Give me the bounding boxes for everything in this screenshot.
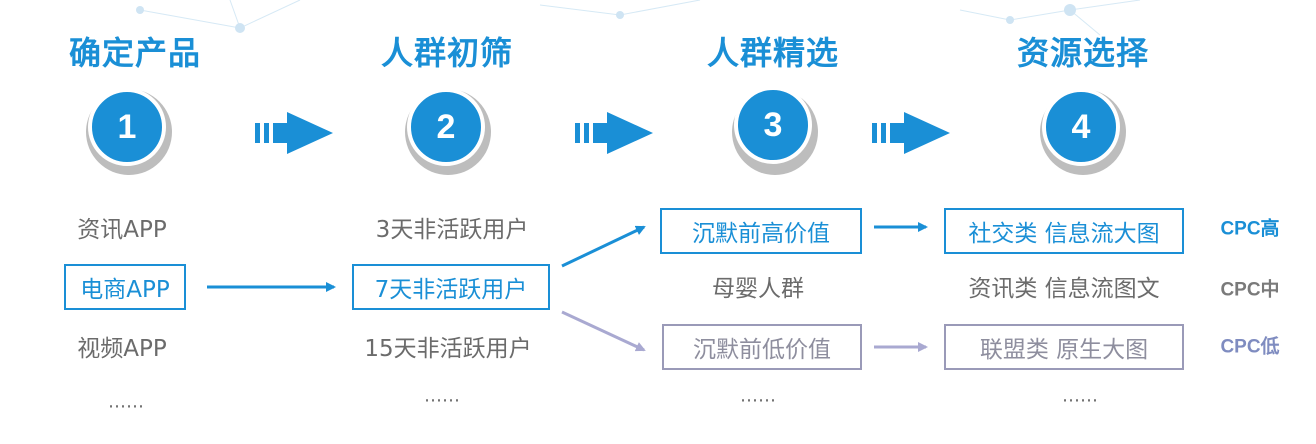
col2-item-1: 3天非活跃用户 bbox=[375, 217, 529, 243]
step-3-title: 人群精选 bbox=[706, 34, 840, 72]
col1-item-3: 视频APP bbox=[77, 336, 167, 362]
step-2-circle: 2 bbox=[407, 88, 485, 166]
col4-more: …… bbox=[1062, 385, 1098, 407]
step-arrow-3-icon bbox=[872, 112, 950, 154]
col4-item-1-box: 社交类 信息流大图 bbox=[944, 208, 1184, 254]
step-1-circle: 1 bbox=[88, 88, 166, 166]
col2-more: …… bbox=[424, 385, 460, 407]
col3-item-1-box: 沉默前高价值 bbox=[660, 208, 862, 254]
col3-more: …… bbox=[740, 385, 776, 407]
col3-item-3-box: 沉默前低价值 bbox=[662, 324, 862, 370]
cpc-mid-label: CPC中 bbox=[1220, 279, 1280, 301]
step-arrow-2-icon bbox=[575, 112, 653, 154]
step-4-circle: 4 bbox=[1042, 88, 1120, 166]
step-4-title: 资源选择 bbox=[1016, 34, 1150, 72]
step-1-title: 确定产品 bbox=[68, 34, 202, 72]
cpc-high-label: CPC高 bbox=[1220, 218, 1280, 240]
cpc-low-label: CPC低 bbox=[1220, 336, 1280, 358]
col2-item-2-box: 7天非活跃用户 bbox=[352, 264, 550, 310]
step-arrow-1-icon bbox=[255, 112, 333, 154]
col2-item-3: 15天非活跃用户 bbox=[364, 336, 532, 362]
col1-item-2-box: 电商APP bbox=[64, 264, 186, 310]
col1-item-1: 资讯APP bbox=[77, 217, 167, 243]
col4-item-2: 资讯类 信息流图文 bbox=[968, 276, 1160, 302]
col4-item-3-box: 联盟类 原生大图 bbox=[944, 324, 1184, 370]
step-2-title: 人群初筛 bbox=[380, 34, 514, 72]
col3-item-2: 母婴人群 bbox=[712, 276, 804, 302]
col1-more: …… bbox=[108, 391, 144, 413]
step-3-circle: 3 bbox=[734, 86, 812, 164]
